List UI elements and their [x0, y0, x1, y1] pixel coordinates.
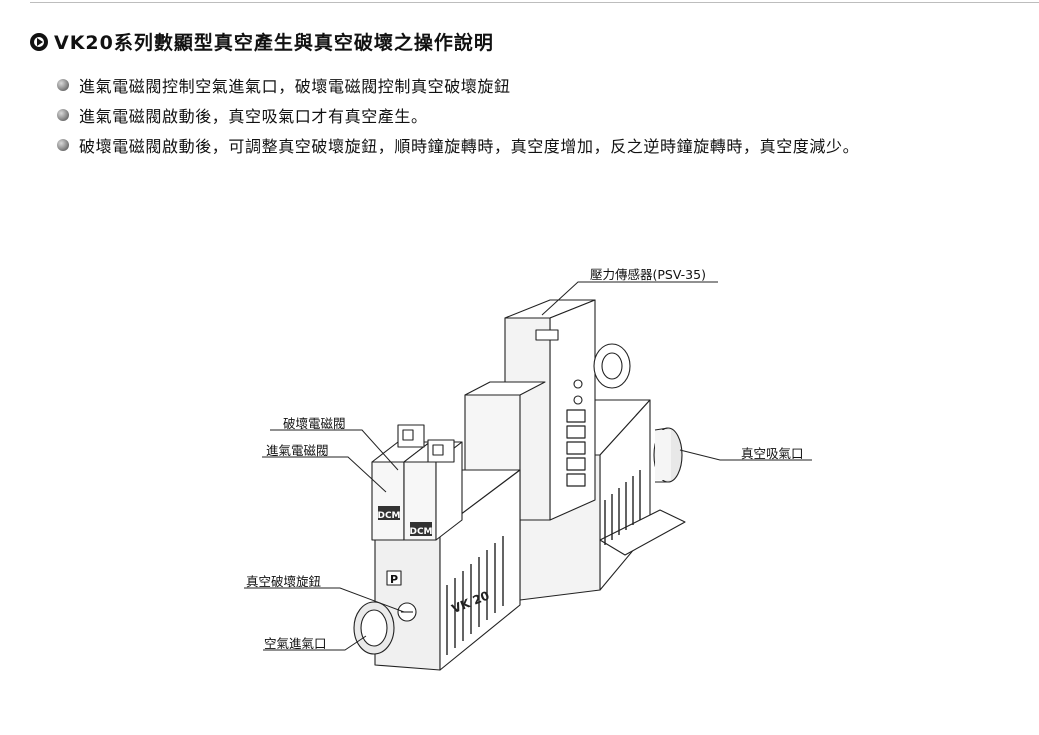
- bullet-icon: [57, 139, 69, 151]
- list-item: 破壞電磁閥啟動後，可調整真空破壞旋鈕，順時鐘旋轉時，真空度增加，反之逆時鐘旋轉時…: [57, 130, 859, 160]
- label-vacuum-break-knob: 真空破壞旋鈕: [246, 574, 322, 589]
- top-divider: [30, 2, 1039, 3]
- label-intake-valve: 進氣電磁閥: [266, 443, 329, 458]
- label-break-valve: 破壞電磁閥: [283, 416, 346, 431]
- list-item-text: 破壞電磁閥啟動後，可調整真空破壞旋鈕，順時鐘旋轉時，真空度增加，反之逆時鐘旋轉時…: [79, 137, 860, 156]
- list-item-text: 進氣電磁閥控制空氣進氣口，破壞電磁閥控制真空破壞旋鈕: [79, 77, 511, 96]
- bullet-icon: [57, 109, 69, 121]
- list-item: 進氣電磁閥控制空氣進氣口，破壞電磁閥控制真空破壞旋鈕: [57, 70, 859, 100]
- bullet-icon: [57, 79, 69, 91]
- valve-mark-2: DCM: [409, 527, 432, 537]
- play-circle-icon: [30, 32, 48, 51]
- list-item: 進氣電磁閥啟動後，真空吸氣口才有真空產生。: [57, 100, 859, 130]
- valve-mark-1: DCM: [377, 511, 400, 521]
- instruction-list: 進氣電磁閥控制空氣進氣口，破壞電磁閥控制真空破壞旋鈕 進氣電磁閥啟動後，真空吸氣…: [57, 70, 859, 160]
- label-air-inlet: 空氣進氣口: [264, 636, 327, 651]
- list-item-text: 進氣電磁閥啟動後，真空吸氣口才有真空產生。: [79, 107, 428, 126]
- label-pressure-sensor: 壓力傳感器(PSV-35): [590, 267, 706, 282]
- section-heading: VK20系列數顯型真空產生與真空破壞之操作說明: [30, 28, 494, 55]
- label-vacuum-suction-port: 真空吸氣口: [741, 446, 804, 461]
- section-title: VK20系列數顯型真空產生與真空破壞之操作說明: [54, 32, 494, 54]
- port-mark: P: [390, 573, 398, 586]
